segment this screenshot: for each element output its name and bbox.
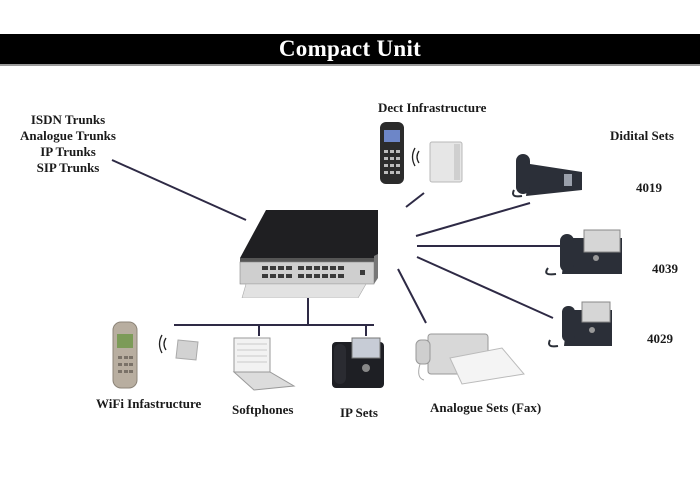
line-4029	[416, 256, 554, 319]
model-4029-label: 4029	[647, 331, 673, 346]
wifi-access-point-icon	[175, 339, 199, 361]
line-4019	[415, 202, 531, 237]
trunk-analogue: Analogue Trunks	[20, 128, 116, 143]
line-fax	[397, 268, 427, 324]
model-4019-label: 4019	[636, 180, 662, 195]
laptop-icon	[232, 337, 296, 391]
line-dect	[405, 192, 425, 208]
model-4039-label: 4039	[652, 261, 678, 276]
phone-4019-icon	[512, 154, 582, 198]
wireless-signal-icon	[411, 147, 420, 167]
line-trunks	[111, 159, 247, 221]
fax-label: Analogue Sets (Fax)	[430, 400, 542, 415]
fax-machine-icon	[415, 333, 525, 385]
compact-unit-icon	[239, 210, 378, 298]
trunk-sip: SIP Trunks	[36, 160, 100, 175]
softphones-label: Softphones	[232, 402, 294, 417]
trunks-label: ISDN Trunks Analogue Trunks IP Trunks SI…	[10, 112, 126, 176]
title-bar: Compact Unit	[0, 34, 700, 66]
trunk-ip: IP Trunks	[40, 144, 96, 159]
digital-sets-label: Didital Sets	[610, 128, 674, 143]
wifi-signal-icon	[158, 334, 167, 354]
ip-sets-label: IP Sets	[340, 405, 378, 420]
dect-label: Dect Infrastructure	[378, 100, 487, 115]
dect-base-station-icon	[429, 141, 463, 183]
trunk-isdn: ISDN Trunks	[30, 112, 106, 127]
phone-4039-icon	[545, 229, 622, 276]
dect-handset-icon	[380, 122, 404, 184]
ip-phone-icon	[332, 337, 384, 388]
wifi-label: WiFi Infastructure	[96, 396, 202, 411]
wifi-handset-icon	[112, 321, 138, 389]
phone-4029-icon	[548, 301, 612, 348]
page-title: Compact Unit	[278, 36, 422, 61]
